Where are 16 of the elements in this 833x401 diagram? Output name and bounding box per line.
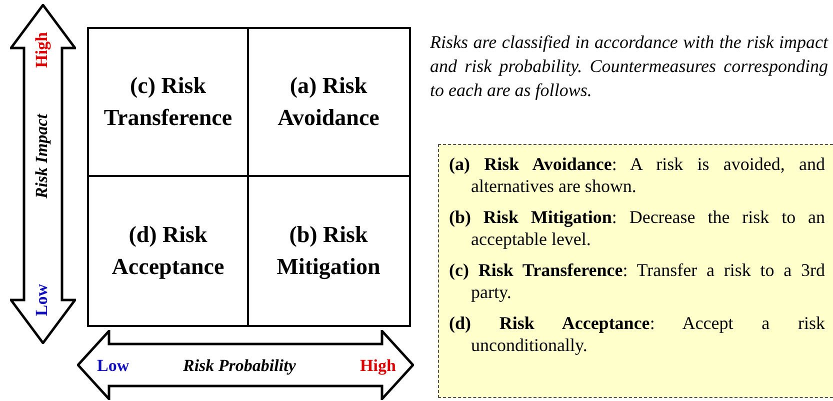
definition-text: (b) Risk Mitigation: Decrease the risk to an acceptable level. (449, 206, 825, 250)
axis-end-label: High (32, 32, 52, 68)
axis-title: Risk Probability (183, 356, 296, 376)
axis-end-label: Low (97, 356, 130, 376)
definition-text: (d) Risk Acceptance: Accept a risk unconditionally. (449, 312, 825, 356)
axis-end-label: Low (32, 284, 52, 316)
definition-text: (c) Risk Transference: Transfer a risk to a 3rd party. (449, 259, 825, 303)
axis-title: Risk Impact (32, 114, 52, 199)
description-text: Risks are classified in accordance with the risk impact and risk probability. Countermeasures corresponding to each are as follows. (430, 31, 828, 102)
quadrant-cell: (b) Risk Mitigation (248, 176, 411, 327)
definition-text: (a) Risk Avoidance: A risk is avoided, and alternatives are shown. (449, 153, 825, 197)
quadrant-cell: (c) Risk Transference (87, 27, 249, 177)
axis-end-label: High (360, 356, 396, 376)
quadrant-cell: (a) Risk Avoidance (248, 27, 411, 177)
definition-box (438, 144, 833, 398)
quadrant-cell: (d) Risk Acceptance (87, 176, 249, 327)
